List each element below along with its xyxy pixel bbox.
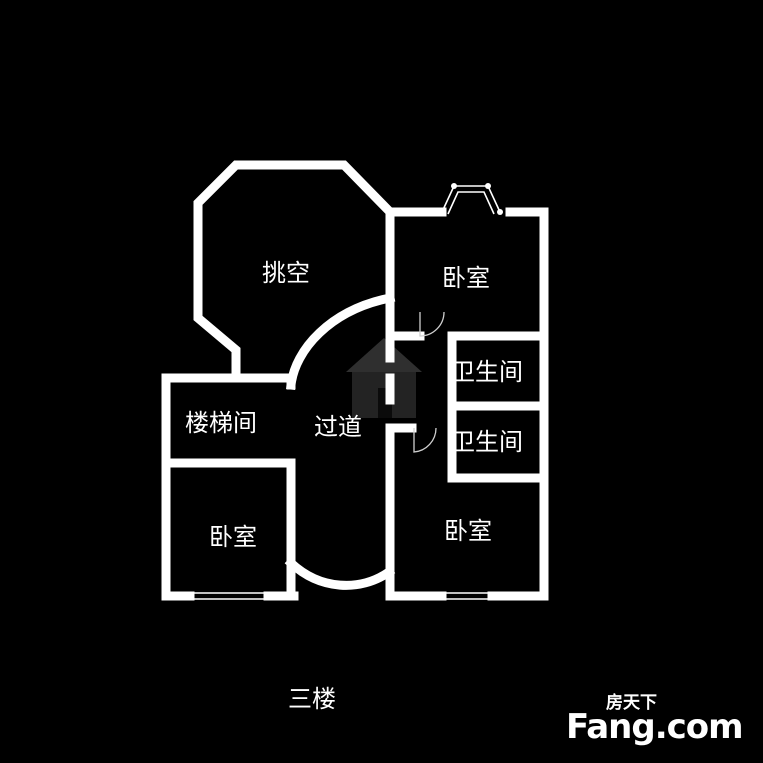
fang-watermark-logo: 房天下 Fang.com: [566, 692, 744, 747]
room-label-stairwell: 楼梯间: [185, 409, 257, 437]
right-bedroom-walls: [385, 423, 447, 601]
room-label-corridor: 过道: [314, 413, 362, 441]
right-bedroom-window: [442, 592, 492, 600]
right-bedroom-door: [413, 427, 437, 453]
corridor-curve-wall: [286, 292, 396, 390]
bay-window: [441, 183, 503, 215]
watermark-cn: 房天下: [606, 692, 657, 713]
room-label-bedroom-top: 卧室: [442, 264, 490, 292]
top-bedroom-door: [419, 311, 445, 337]
room-label-bathroom-2: 卫生间: [451, 428, 523, 456]
left-bedroom-window: [190, 592, 268, 600]
void-room-walls: [193, 160, 395, 383]
floor-label: 三楼: [288, 685, 336, 713]
stairwell-walls: [161, 373, 296, 601]
watermark-en: Fang.com: [566, 707, 743, 747]
corridor-bottom-arc: [284, 556, 396, 590]
room-label-bathroom-1: 卫生间: [451, 358, 523, 386]
room-label-bedroom-left: 卧室: [209, 523, 257, 551]
house-watermark-icon: [346, 338, 422, 418]
room-label-void: 挑空: [262, 259, 310, 287]
room-label-bedroom-right: 卧室: [444, 517, 492, 545]
